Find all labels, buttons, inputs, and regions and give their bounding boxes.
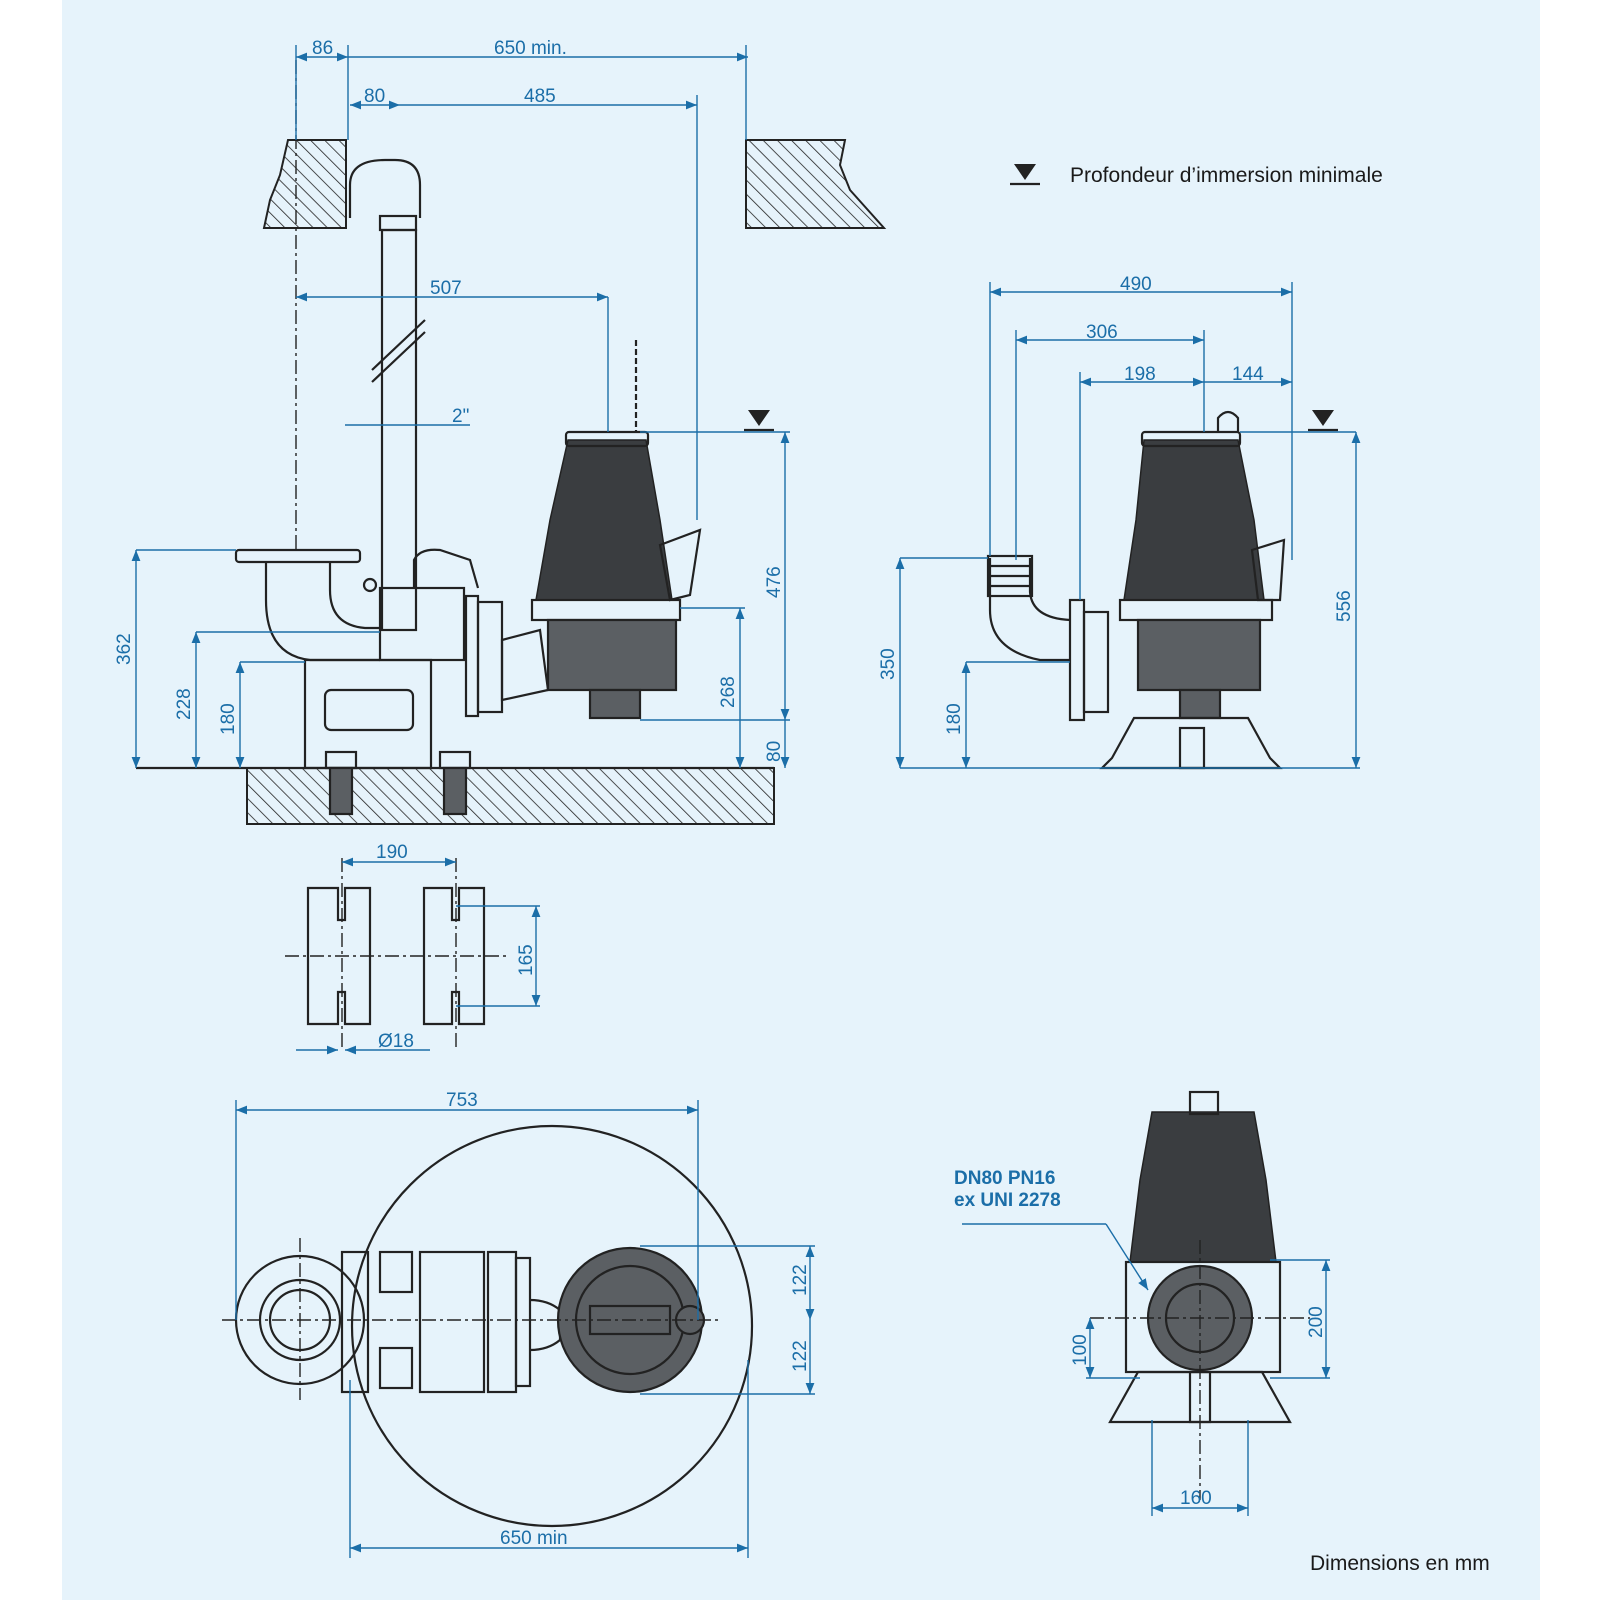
water-level-icon <box>1312 410 1334 426</box>
cable-gland <box>1250 538 1286 602</box>
dim-190: 190 <box>376 842 408 863</box>
legend-text: Profondeur d’immersion minimale <box>1070 164 1383 187</box>
dim-200: 200 <box>1306 1306 1327 1338</box>
ceiling-slab <box>262 139 347 229</box>
foot-slot <box>422 886 486 1026</box>
pipe-socket <box>378 214 418 232</box>
dim-476: 476 <box>764 566 785 598</box>
dim-80-bottom: 80 <box>764 741 785 762</box>
anchor-bolt <box>324 750 358 816</box>
dim-507: 507 <box>430 278 462 299</box>
flange-view: DN80 PN16 ex UNI 2278 200 100 160 <box>954 1090 1331 1516</box>
pump-top-cap <box>564 430 650 448</box>
flange <box>1068 598 1086 722</box>
ceiling-slab-right <box>745 139 887 229</box>
dim-122-upper: 122 <box>790 1264 811 1296</box>
foot-slot <box>306 886 372 1026</box>
dim-180: 180 <box>218 703 239 735</box>
lifting-handle <box>1216 410 1240 432</box>
dim-hole-diameter: Ø18 <box>378 1031 414 1052</box>
flange-label-line2: ex UNI 2278 <box>954 1190 1061 1211</box>
dim-350: 350 <box>878 648 899 680</box>
pump-mid-flange <box>530 598 682 622</box>
dim-650-min: 650 min <box>500 1528 568 1549</box>
front-view: 490 306 198 144 350 180 556 <box>878 274 1361 770</box>
dim-490: 490 <box>1120 274 1152 295</box>
dim-268: 268 <box>718 676 739 708</box>
legend: Profondeur d’immersion minimale <box>1010 164 1383 187</box>
dim-306: 306 <box>1086 322 1118 343</box>
pump-stand <box>1108 1370 1292 1424</box>
dim-160: 160 <box>1180 1488 1212 1509</box>
pump-motor <box>1129 1111 1277 1263</box>
floor-slab <box>246 767 775 825</box>
dim-228: 228 <box>174 688 195 720</box>
discharge-bend <box>988 558 1070 662</box>
dim-80: 80 <box>364 86 385 107</box>
pump-inlet <box>588 688 642 720</box>
dim-180: 180 <box>944 703 965 735</box>
dim-556: 556 <box>1334 590 1355 622</box>
dim-144: 144 <box>1232 364 1264 385</box>
dim-122-lower: 122 <box>790 1340 811 1372</box>
guide-bracket <box>412 548 480 589</box>
dim-485: 485 <box>524 86 556 107</box>
dim-650-min: 650 min. <box>494 38 567 59</box>
pump-volute <box>1136 618 1262 692</box>
dim-100: 100 <box>1070 1334 1091 1366</box>
pump-motor <box>1123 439 1265 601</box>
side-view: 86 650 min. 80 485 507 2" 362 228 180 47… <box>114 38 887 825</box>
dim-753: 753 <box>446 1090 478 1111</box>
pump-volute <box>546 618 678 692</box>
foot-flange <box>234 548 362 564</box>
discharge-pipe <box>380 228 418 632</box>
pump-stand <box>1099 716 1283 770</box>
flange-label-line1: DN80 PN16 <box>954 1168 1055 1189</box>
pump-coupling-flange <box>464 594 480 718</box>
water-level-icon <box>1014 164 1036 180</box>
dim-362: 362 <box>114 633 135 665</box>
foot-bend <box>264 562 380 662</box>
dim-198: 198 <box>1124 364 1156 385</box>
water-level-icon <box>748 410 770 426</box>
base-plate-view: 190 165 Ø18 <box>285 842 541 1055</box>
foot-body <box>378 586 466 662</box>
dim-165: 165 <box>516 944 537 976</box>
pump-top-cap <box>1140 430 1242 448</box>
discharge-bend <box>348 158 422 218</box>
dim-2-inch: 2" <box>452 406 469 427</box>
pump-volute-arm <box>500 628 550 702</box>
anchor-bolt <box>438 750 472 816</box>
plan-view: 753 650 min 122 122 <box>222 1090 815 1558</box>
sump-circle <box>350 1124 754 1528</box>
foot-pedestal <box>303 658 433 770</box>
dim-86: 86 <box>312 38 333 59</box>
cable-gland <box>658 528 702 602</box>
pump-motor <box>535 439 673 601</box>
units-note: Dimensions en mm <box>1310 1552 1490 1575</box>
